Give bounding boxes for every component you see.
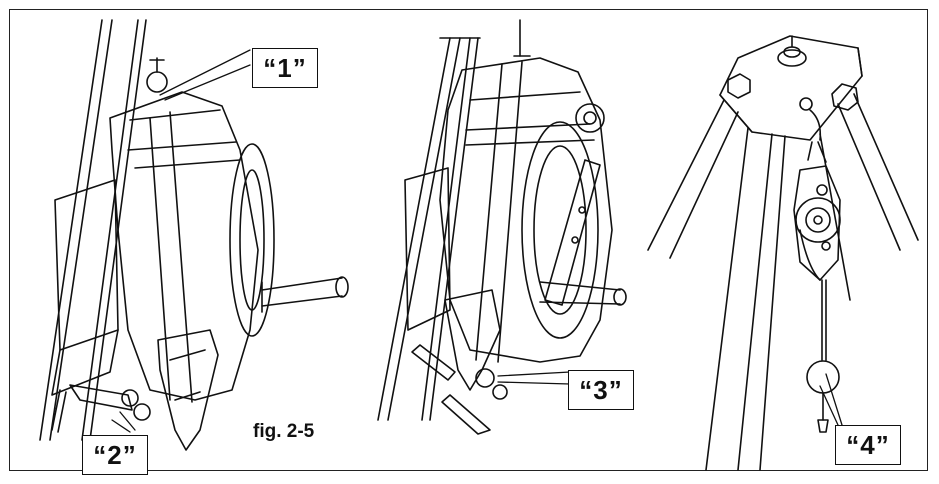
figure-frame — [9, 9, 928, 471]
figure-caption: fig. 2-5 — [253, 421, 315, 442]
tripod-pulley-illustration — [647, 35, 919, 471]
callout-label-3: “3” — [568, 370, 634, 410]
winch-detail-illustration — [377, 19, 627, 435]
callout-label-1: “1” — [252, 48, 318, 88]
callout-label-2: “2” — [82, 435, 148, 475]
winch-on-post-illustration — [39, 19, 349, 451]
callout-leader-lines — [111, 49, 843, 433]
callout-label-4: “4” — [835, 425, 901, 465]
